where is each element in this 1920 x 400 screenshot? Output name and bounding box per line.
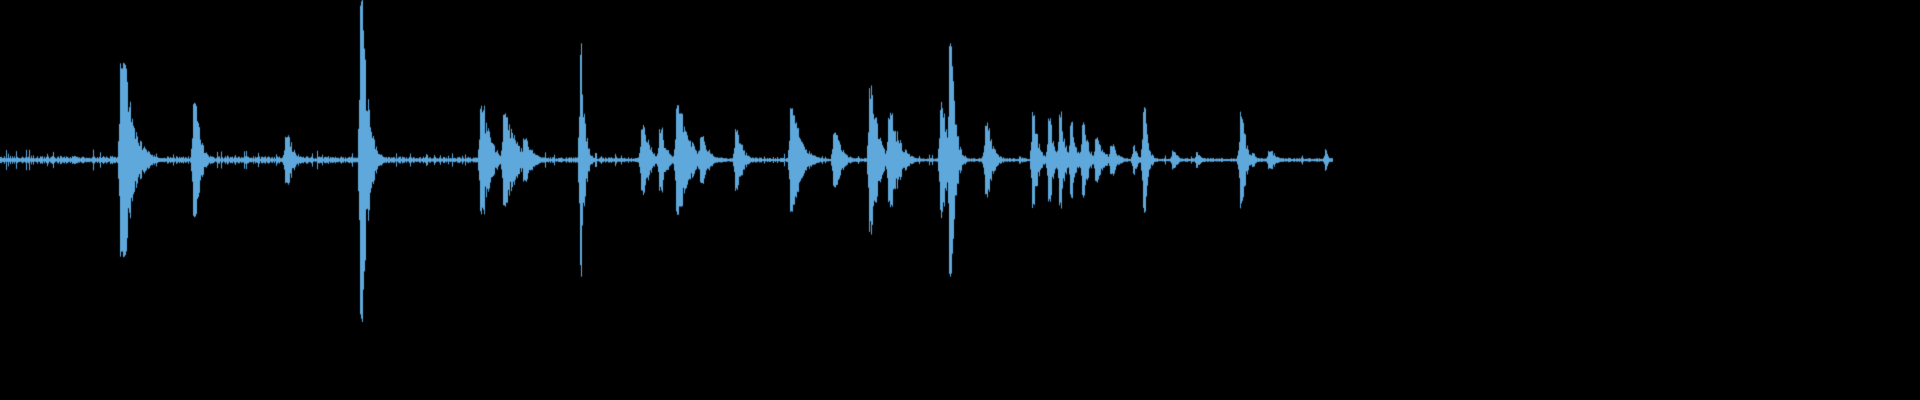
audio-waveform-canvas[interactable]	[0, 0, 1920, 400]
waveform-viewer[interactable]	[0, 0, 1920, 400]
